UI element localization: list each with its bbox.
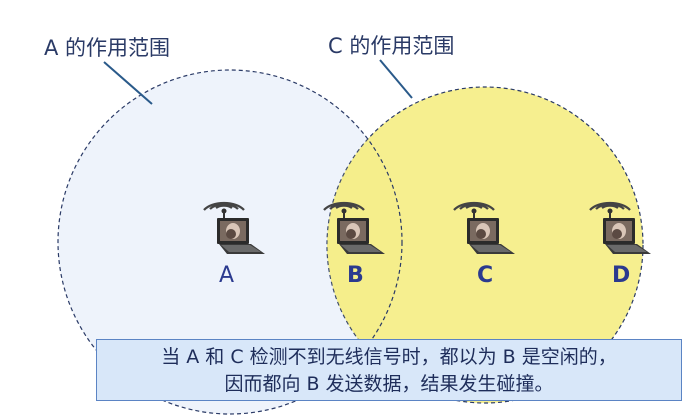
caption-line-1: 当 A 和 C 检测不到无线信号时，都以为 B 是空闲的，: [161, 346, 617, 368]
node-label-b: B: [347, 263, 364, 288]
caption-box: 当 A 和 C 检测不到无线信号时，都以为 B 是空闲的， 因而都向 B 发送数…: [96, 339, 682, 401]
node-label-c: C: [477, 263, 494, 288]
node-label-a: A: [219, 263, 235, 288]
caption-line-2: 因而都向 B 发送数据，结果发生碰撞。: [224, 373, 554, 395]
range-label-a: A 的作用范围: [44, 36, 171, 60]
pointer-line-a: [103, 61, 153, 105]
node-label-d: D: [612, 263, 631, 288]
range-overlap: [327, 87, 403, 403]
range-label-c: C 的作用范围: [328, 34, 455, 58]
node-d-laptop-icon: [603, 218, 651, 254]
pointer-line-c: [379, 59, 413, 99]
